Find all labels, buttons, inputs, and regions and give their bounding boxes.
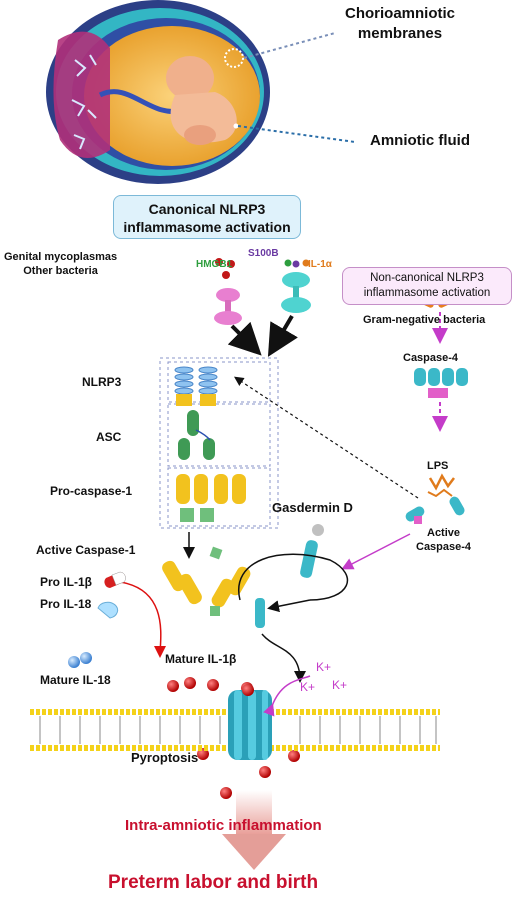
rage-receptor-right [281, 259, 311, 313]
intra-amniotic-inflammation-label: Intra-amniotic inflammation [125, 817, 322, 834]
tlr-receptor-left [214, 258, 242, 325]
pro-caspase-1-label: Pro-caspase-1 [50, 484, 133, 498]
uterus-illustration [46, 0, 356, 184]
activation-arrows [227, 314, 298, 357]
gasdermin-cleavage-loop [237, 553, 349, 601]
pathogen-label: Genital mycoplasmas Other bacteria [4, 251, 118, 277]
noncanonical-title: Non-canonical NLRP3 inflammasome activat… [363, 272, 491, 299]
inflammasome-complex [159, 357, 279, 529]
active-caspase-1-shape [162, 546, 251, 616]
amniotic-fluid-label: Amniotic fluid [370, 132, 470, 149]
pyroptosis-label: Pyroptosis [131, 750, 199, 765]
il1a-label: IL-1α [308, 259, 332, 270]
pro-il1b-label: Pro IL-1β [40, 575, 92, 589]
hmgb1-label: HMGB1 [196, 259, 233, 270]
cleavage-arrow [119, 581, 167, 658]
canonical-title: Canonical NLRP3 inflammasome activation [123, 201, 291, 235]
noncanonical-pathway-box: Non-canonical NLRP3 inflammasome activat… [342, 267, 512, 305]
mature-il1b-label: Mature IL-1β [165, 652, 237, 666]
caspase4-to-nlrp3-arrow [233, 376, 419, 499]
potassium-label-2: K+ [300, 680, 316, 694]
gasdermin-d-shape [255, 524, 324, 628]
preterm-labor-label: Preterm labor and birth [108, 872, 319, 893]
gasdermin-to-pore-arrow [261, 633, 306, 683]
potassium-efflux-arrow [263, 675, 311, 717]
canonical-pathway-box: Canonical NLRP3 inflammasome activation [113, 195, 301, 239]
gasdermin-pore [228, 684, 272, 760]
asc-label: ASC [96, 430, 122, 444]
chorioamniotic-membranes-label: Chorioamniotic membranes [345, 5, 456, 42]
gram-negative-label: Gram-negative bacteria [363, 314, 486, 326]
mature-il18-label: Mature IL-18 [40, 673, 111, 687]
gasdermin-d-label: Gasdermin D [272, 500, 353, 515]
potassium-label-3: K+ [332, 678, 348, 692]
pro-il18-label: Pro IL-18 [40, 597, 92, 611]
caspase-4-shape [414, 368, 468, 398]
active-caspase-4-label: Active Caspase-4 [416, 527, 472, 553]
potassium-label-1: K+ [316, 660, 332, 674]
lps-caspase-complex [405, 473, 465, 524]
s100b-label: S100B [248, 248, 279, 259]
nlrp3-label: NLRP3 [82, 375, 122, 389]
caspase-4-label: Caspase-4 [403, 352, 459, 364]
active-caspase-1-label: Active Caspase-1 [36, 543, 136, 557]
mature-il18-molecules [68, 652, 92, 668]
pro-cytokines [97, 571, 126, 619]
lps-label: LPS [427, 460, 449, 472]
caspase4-to-gasdermin-arrow [341, 533, 411, 570]
outcome-arrow [222, 790, 286, 870]
